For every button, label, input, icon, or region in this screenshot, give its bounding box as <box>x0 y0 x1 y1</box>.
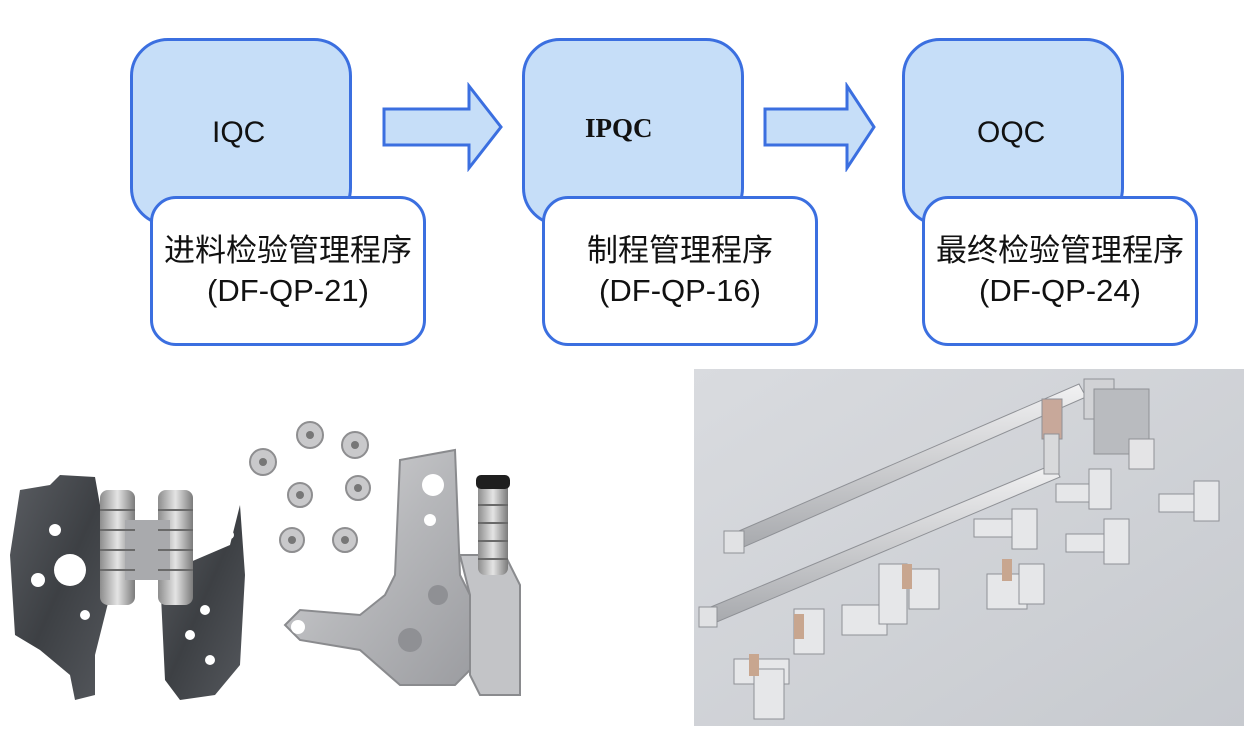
iqc-procedure-code: (DF-QP-21) <box>207 273 369 308</box>
hinge-assortment-photo <box>694 369 1244 726</box>
flow-arrow-2 <box>763 82 876 172</box>
oqc-procedure-code: (DF-QP-24) <box>979 273 1141 308</box>
ipqc-procedure-box: 制程管理程序 (DF-QP-16) <box>542 196 818 346</box>
laptop-hinges-photo <box>10 421 521 700</box>
ipqc-procedure-code: (DF-QP-16) <box>599 273 761 308</box>
iqc-title: IQC <box>212 116 266 149</box>
oqc-procedure-box: 最终检验管理程序 (DF-QP-24) <box>922 196 1198 346</box>
flow-arrow-1 <box>382 82 503 172</box>
iqc-stage-box <box>130 38 352 226</box>
ipqc-stage-box <box>522 38 744 226</box>
iqc-procedure-name: 进料检验管理程序 <box>164 233 412 268</box>
oqc-title: OQC <box>977 116 1046 149</box>
ipqc-title: IPQC <box>585 113 653 143</box>
ipqc-procedure-name: 制程管理程序 <box>587 233 773 268</box>
oqc-procedure-name: 最终检验管理程序 <box>936 233 1184 268</box>
iqc-procedure-box: 进料检验管理程序 (DF-QP-21) <box>150 196 426 346</box>
quality-flow-diagram: IQC 进料检验管理程序 (DF-QP-21) IPQC 制程管理程序 (DF-… <box>0 0 1255 350</box>
